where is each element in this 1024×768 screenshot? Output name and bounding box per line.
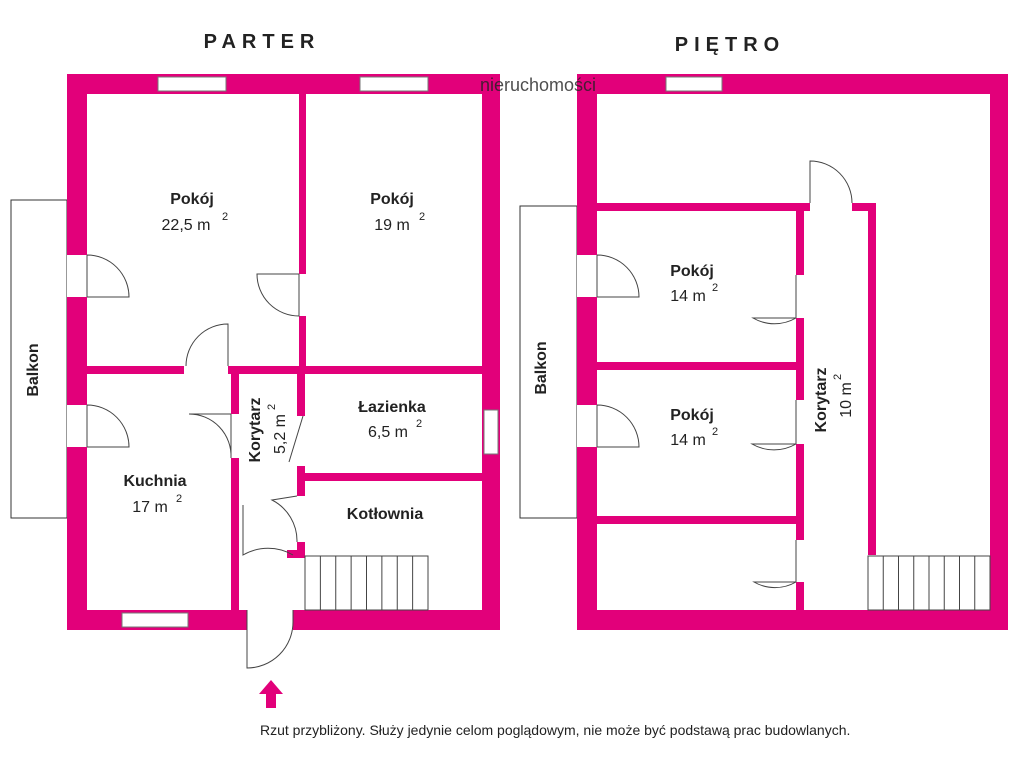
area-superscript: 2 xyxy=(712,282,718,294)
room-area: 14 m xyxy=(670,432,706,449)
entrance-arrow-icon xyxy=(259,680,283,708)
area-superscript: 2 xyxy=(416,418,422,430)
room-name: Łazienka xyxy=(358,399,426,416)
area-superscript: 2 xyxy=(176,493,182,505)
area-superscript: 2 xyxy=(222,211,228,223)
room-area: 5,2 m xyxy=(272,414,289,454)
upper-floor-doors xyxy=(596,160,853,589)
upper-floor-walls xyxy=(577,74,1008,630)
ground-floor-doors xyxy=(86,254,304,669)
room-name: Kuchnia xyxy=(123,473,186,490)
balcony-label: Balkon xyxy=(533,341,550,394)
watermark: nieruchomości xyxy=(480,75,596,95)
ground-floor-windows xyxy=(67,76,499,628)
title-upper-floor: PIĘTRO xyxy=(675,34,785,56)
area-superscript: 2 xyxy=(419,211,425,223)
room-name: Pokój xyxy=(370,191,414,208)
room-name: Kotłownia xyxy=(347,506,424,523)
upper-floor-stairs xyxy=(867,555,991,611)
balcony-label: Balkon xyxy=(25,343,42,396)
room-name: Pokój xyxy=(170,191,214,208)
area-superscript: 2 xyxy=(832,374,844,380)
ground-floor-walls xyxy=(67,74,500,630)
area-superscript: 2 xyxy=(712,426,718,438)
room-name: Pokój xyxy=(670,263,714,280)
room-name: Korytarz xyxy=(247,398,264,463)
ground-floor-stairs xyxy=(304,555,429,611)
area-superscript: 2 xyxy=(266,404,278,410)
title-ground-floor: PARTER xyxy=(204,31,321,53)
room-area: 14 m xyxy=(670,288,706,305)
room-area: 19 m xyxy=(374,217,410,234)
room-name: Pokój xyxy=(670,407,714,424)
room-name: Korytarz xyxy=(813,368,830,433)
room-area: 17 m xyxy=(132,499,168,516)
room-area: 10 m xyxy=(838,382,855,418)
upper-floor-windows xyxy=(577,76,723,447)
disclaimer: Rzut przybliżony. Służy jedynie celom po… xyxy=(260,722,850,738)
room-area: 6,5 m xyxy=(368,424,408,441)
room-area: 22,5 m xyxy=(162,217,211,234)
